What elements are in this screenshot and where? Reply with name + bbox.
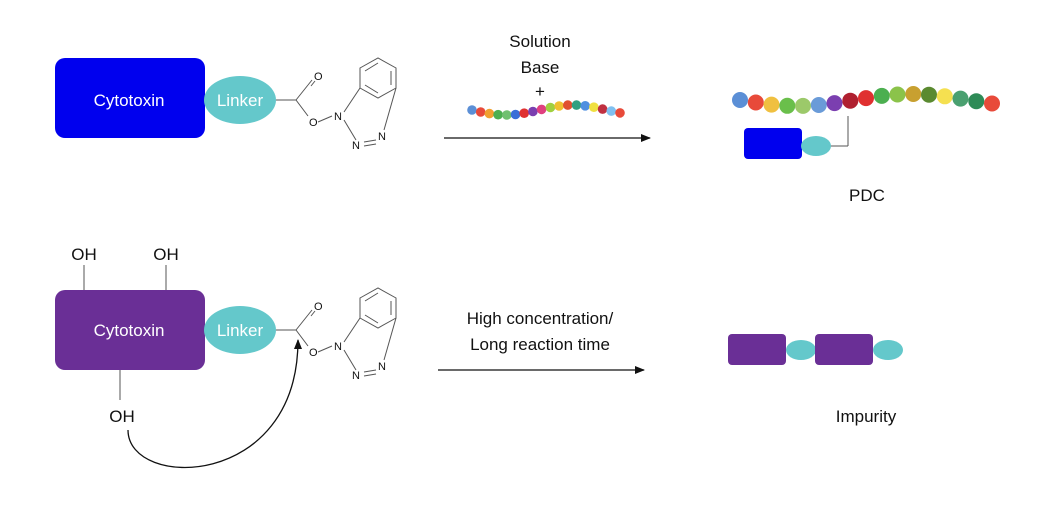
cytotoxin-label-1: Cytotoxin	[94, 91, 165, 110]
atom-n2-1: N	[352, 140, 360, 152]
peptide-bead-large	[905, 86, 922, 102]
hobt-ester-structure-1	[276, 57, 397, 147]
peptide-bead-small	[606, 106, 617, 116]
peptide-bead-large	[984, 95, 1000, 112]
peptide-bead-large	[810, 97, 827, 113]
peptide-bead-large	[795, 97, 811, 114]
arrow-1-label-solution: Solution	[509, 32, 570, 51]
arrow-2-label-line1: High concentration/	[467, 309, 614, 328]
peptide-bead-large	[873, 87, 890, 104]
peptide-bead-large	[747, 94, 764, 111]
peptide-bead-small	[536, 104, 547, 115]
peptide-bead-small	[589, 102, 599, 112]
linker-ellipse-2	[204, 306, 276, 354]
atom-n1-2: N	[334, 341, 342, 353]
peptide-bead-large	[968, 93, 985, 110]
arrow-1-label-base: Base	[521, 58, 560, 77]
linker-ellipse-1	[204, 76, 276, 124]
pdc-cytotoxin-box	[744, 128, 802, 159]
arrow-2-label-line2: Long reaction time	[470, 335, 610, 354]
atom-n2-2: N	[352, 370, 360, 382]
peptide-bead-large	[826, 95, 843, 112]
pdc-label: PDC	[849, 186, 885, 205]
peptide-bead-small	[484, 108, 495, 119]
peptide-bead-large	[952, 90, 969, 107]
peptide-chain-small	[467, 100, 625, 120]
atom-o-carbonyl-2: O	[314, 301, 323, 313]
atom-o-ester-2: O	[309, 347, 318, 359]
oh-bottom: OH	[109, 407, 135, 426]
cytotoxin-box-purple	[55, 290, 205, 370]
pdc-linker-ellipse	[801, 136, 831, 156]
atom-n1-1: N	[334, 111, 342, 123]
oh-top-right: OH	[153, 245, 179, 264]
peptide-bead-small	[545, 102, 556, 113]
linker-label-2: Linker	[217, 321, 264, 340]
peptide-bead-small	[580, 101, 590, 111]
peptide-bead-small	[554, 101, 564, 111]
impurity-label: Impurity	[836, 407, 897, 426]
peptide-bead-large	[842, 92, 859, 109]
peptide-bead-small	[502, 110, 512, 120]
cytotoxin-label-2: Cytotoxin	[94, 321, 165, 340]
peptide-bead-large	[858, 90, 874, 107]
reaction-2: OH OH Cytotoxin OH Linker O O N N	[55, 245, 903, 469]
peptide-bead-large	[921, 86, 937, 103]
peptide-bead-small	[475, 107, 486, 117]
impurity-cytotoxin-box-1	[728, 334, 786, 365]
peptide-bead-small	[563, 100, 573, 110]
peptide-bead-small	[510, 109, 521, 120]
peptide-bead-small	[519, 108, 529, 118]
atom-o-ester-1: O	[309, 117, 318, 129]
peptide-bead-small	[571, 100, 582, 110]
peptide-bead-large	[779, 97, 796, 114]
atom-n3-1: N	[378, 131, 386, 143]
peptide-bead-large	[763, 96, 780, 113]
peptide-bead-small	[528, 106, 538, 117]
impurity-linker-ellipse-1	[786, 340, 816, 360]
peptide-bead-large	[936, 88, 953, 105]
peptide-chain-large	[732, 86, 1000, 114]
peptide-bead-small	[597, 104, 608, 114]
peptide-bead-small	[467, 105, 477, 115]
peptide-bead-small	[615, 108, 625, 118]
reaction-1: Cytotoxin Linker O O N N N Solution	[55, 32, 1000, 205]
impurity-linker-ellipse-2	[873, 340, 903, 360]
intramolecular-attack-arrow	[127, 339, 302, 469]
hobt-ester-structure-2	[276, 287, 397, 377]
peptide-bead-large	[889, 86, 906, 103]
arrow-1-label-plus: +	[535, 82, 545, 101]
atom-n3-2: N	[378, 361, 386, 373]
impurity-cytotoxin-box-2	[815, 334, 873, 365]
peptide-bead-large	[732, 92, 748, 108]
peptide-bead-small	[493, 109, 503, 120]
linker-label-1: Linker	[217, 91, 264, 110]
atom-o-carbonyl-1: O	[314, 71, 323, 83]
cytotoxin-box-blue	[55, 58, 205, 138]
oh-top-left: OH	[71, 245, 97, 264]
